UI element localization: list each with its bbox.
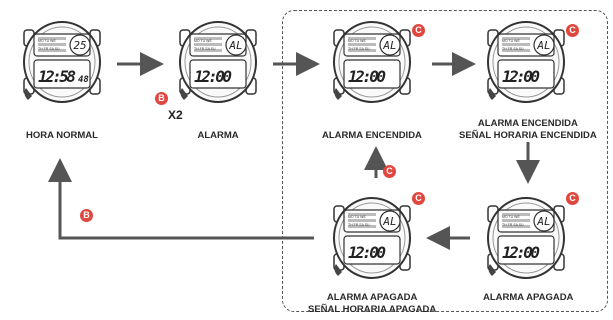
watch-face-alarm_off: MO TU WE TH FR SA SU AL 12:00 [487, 197, 565, 279]
time-display-alarm_on: 12:00 [348, 67, 386, 86]
state-label-line: HORA NORMAL [26, 130, 98, 141]
weekday-row-1: MO TU WE [38, 39, 56, 43]
watch-face-alarm_off_signal_off: MO TU WE TH FR SA SU AL 12:00 [333, 197, 411, 279]
button-c-badge: C [566, 192, 579, 205]
sub-display-alarm_on: AL [382, 39, 396, 52]
state-label-line: SEÑAL HORARIA APAGADA [308, 304, 437, 315]
watch-alarm_on: MO TU WE TH FR SA SU AL 12:00 [326, 16, 418, 108]
alarm-setting-group-box [282, 10, 608, 312]
state-label-alarm_off: ALARMA APAGADA [483, 292, 573, 304]
weekday-row-2: TH FR SA SU [348, 223, 370, 227]
weekday-row-2: TH FR SA SU [38, 47, 60, 51]
weekday-row-1: MO TU WE [348, 215, 366, 219]
seconds-display-normal: 48 [78, 75, 89, 85]
watch-alarm_on_signal_on: MO TU WE TH FR SA SU AL 12:00 [480, 16, 572, 108]
button-c-badge: C [566, 24, 579, 37]
sub-display-normal: 25 [73, 39, 86, 52]
time-display-normal: 12:58 [38, 67, 76, 86]
state-label-line: ALARMA ENCENDIDA [322, 130, 422, 141]
watch-alarm_off: MO TU WE TH FR SA SU AL 12:00 [480, 192, 572, 284]
watch-face-alarm_on: MO TU WE TH FR SA SU AL 12:00 [333, 21, 411, 103]
button-b-badge: B [155, 92, 168, 105]
watch-face-alarm: MO TU WE TH FR SA SU AL 12:00 [179, 21, 257, 103]
weekday-row-2: TH FR SA SU [502, 47, 524, 51]
time-display-alarm_off: 12:00 [502, 243, 540, 262]
sub-display-alarm_off: AL [536, 215, 550, 228]
state-label-line: ALARMA [197, 130, 239, 141]
weekday-row-2: TH FR SA SU [348, 47, 370, 51]
watch-alarm: MO TU WE TH FR SA SU AL 12:00 [172, 16, 264, 108]
state-label-normal: HORA NORMAL [26, 130, 98, 142]
button-c-badge: C [412, 24, 425, 37]
state-label-line: ALARMA APAGADA [326, 292, 418, 303]
time-display-alarm_on_signal_on: 12:00 [502, 67, 540, 86]
weekday-row-2: TH FR SA SU [502, 223, 524, 227]
weekday-row-1: MO TU WE [194, 39, 212, 43]
press-count: X2 [168, 108, 183, 122]
state-label-line: ALARMA ENCENDIDA [477, 118, 578, 129]
state-label-line: ALARMA APAGADA [483, 292, 574, 303]
sub-display-alarm: AL [228, 39, 242, 52]
arrow-back-to-normal [48, 158, 314, 240]
button-c-badge: C [412, 192, 425, 205]
button-b-badge: B [80, 209, 93, 222]
sub-display-alarm_off_signal_off: AL [382, 215, 396, 228]
sub-display-alarm_on_signal_on: AL [536, 39, 550, 52]
watch-alarm_off_signal_off: MO TU WE TH FR SA SU AL 12:00 [326, 192, 418, 284]
weekday-row-1: MO TU WE [348, 39, 366, 43]
state-label-line: SEÑAL HORARIA ENCENDIDA [459, 130, 597, 141]
button-c-badge: C [383, 165, 396, 178]
weekday-row-1: MO TU WE [502, 215, 520, 219]
watch-face-alarm_on_signal_on: MO TU WE TH FR SA SU AL 12:00 [487, 21, 565, 103]
state-label-alarm_on: ALARMA ENCENDIDA [322, 130, 422, 142]
state-label-alarm: ALARMA [198, 130, 239, 142]
time-display-alarm: 12:00 [194, 67, 232, 86]
weekday-row-2: TH FR SA SU [194, 47, 216, 51]
time-display-alarm_off_signal_off: 12:00 [348, 243, 386, 262]
weekday-row-1: MO TU WE [502, 39, 520, 43]
